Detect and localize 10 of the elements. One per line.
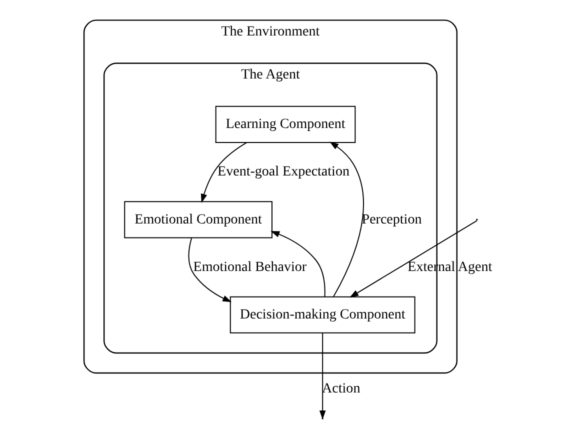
arrow — [188, 237, 232, 302]
arrow — [270, 231, 326, 298]
arrow — [350, 220, 478, 298]
edge-label: Event-goal Expectation — [218, 164, 350, 180]
arrow — [330, 142, 364, 297]
node-box: Emotional Component — [124, 201, 272, 238]
arrow — [200, 142, 248, 203]
node-box: Decision-making Component — [230, 296, 416, 334]
edge-label: Emotional Behavior — [193, 258, 307, 275]
node-box: Learning Component — [215, 106, 356, 143]
